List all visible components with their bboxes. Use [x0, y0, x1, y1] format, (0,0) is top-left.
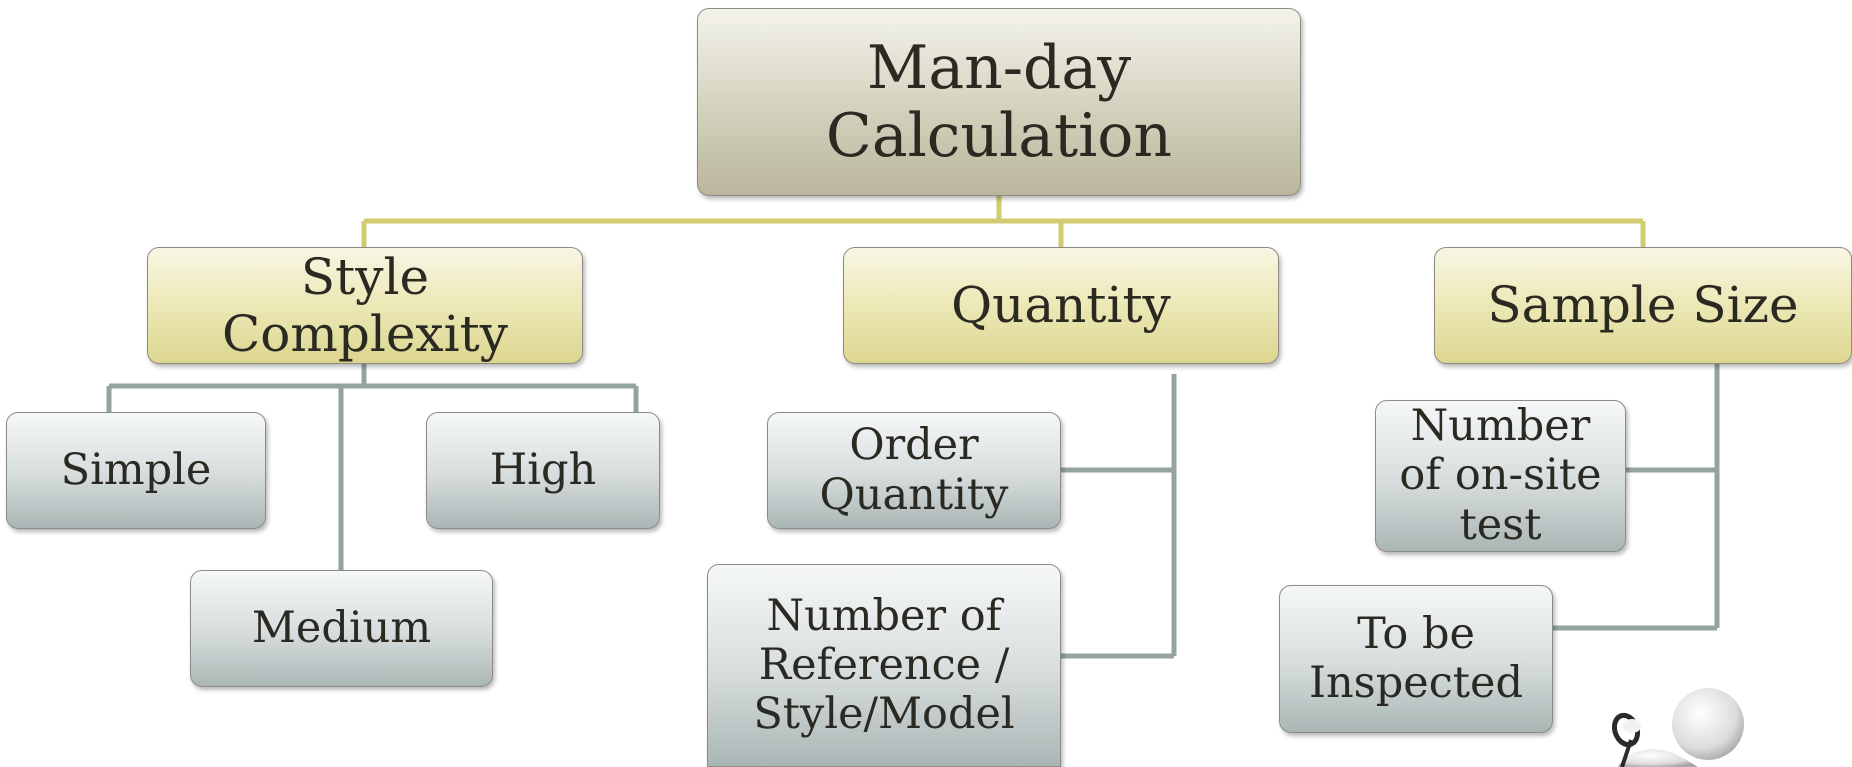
quantity-node: Quantity: [843, 247, 1279, 364]
top-connectors: [361, 196, 1646, 247]
order-quantity-label: Order Quantity: [819, 420, 1009, 520]
on-site-test-node: Number of on-site test: [1375, 400, 1626, 552]
style-complexity-node: Style Complexity: [147, 247, 583, 364]
sample-size-label: Sample Size: [1487, 276, 1799, 334]
to-be-inspected-node: To be Inspected: [1279, 585, 1553, 733]
simple-label: Simple: [60, 444, 212, 495]
high-label: High: [489, 444, 597, 495]
simple-node: Simple: [6, 412, 266, 529]
person-with-magnifier-icon: [1611, 688, 1744, 767]
quantity-label: Quantity: [951, 276, 1171, 334]
medium-node: Medium: [190, 570, 493, 687]
root-node: Man-day Calculation: [697, 8, 1301, 196]
root-label: Man-day Calculation: [825, 32, 1173, 171]
sample-size-node: Sample Size: [1434, 247, 1852, 364]
high-node: High: [426, 412, 660, 529]
sub-connectors: [106, 364, 1720, 659]
number-of-reference-label: Number of Reference / Style/Model: [753, 590, 1015, 739]
medium-label: Medium: [251, 602, 432, 653]
number-of-reference-node: Number of Reference / Style/Model: [707, 564, 1061, 767]
on-site-test-label: Number of on-site test: [1399, 401, 1602, 550]
order-quantity-node: Order Quantity: [767, 412, 1061, 529]
style-complexity-label: Style Complexity: [222, 247, 508, 363]
to-be-inspected-label: To be Inspected: [1308, 608, 1524, 708]
